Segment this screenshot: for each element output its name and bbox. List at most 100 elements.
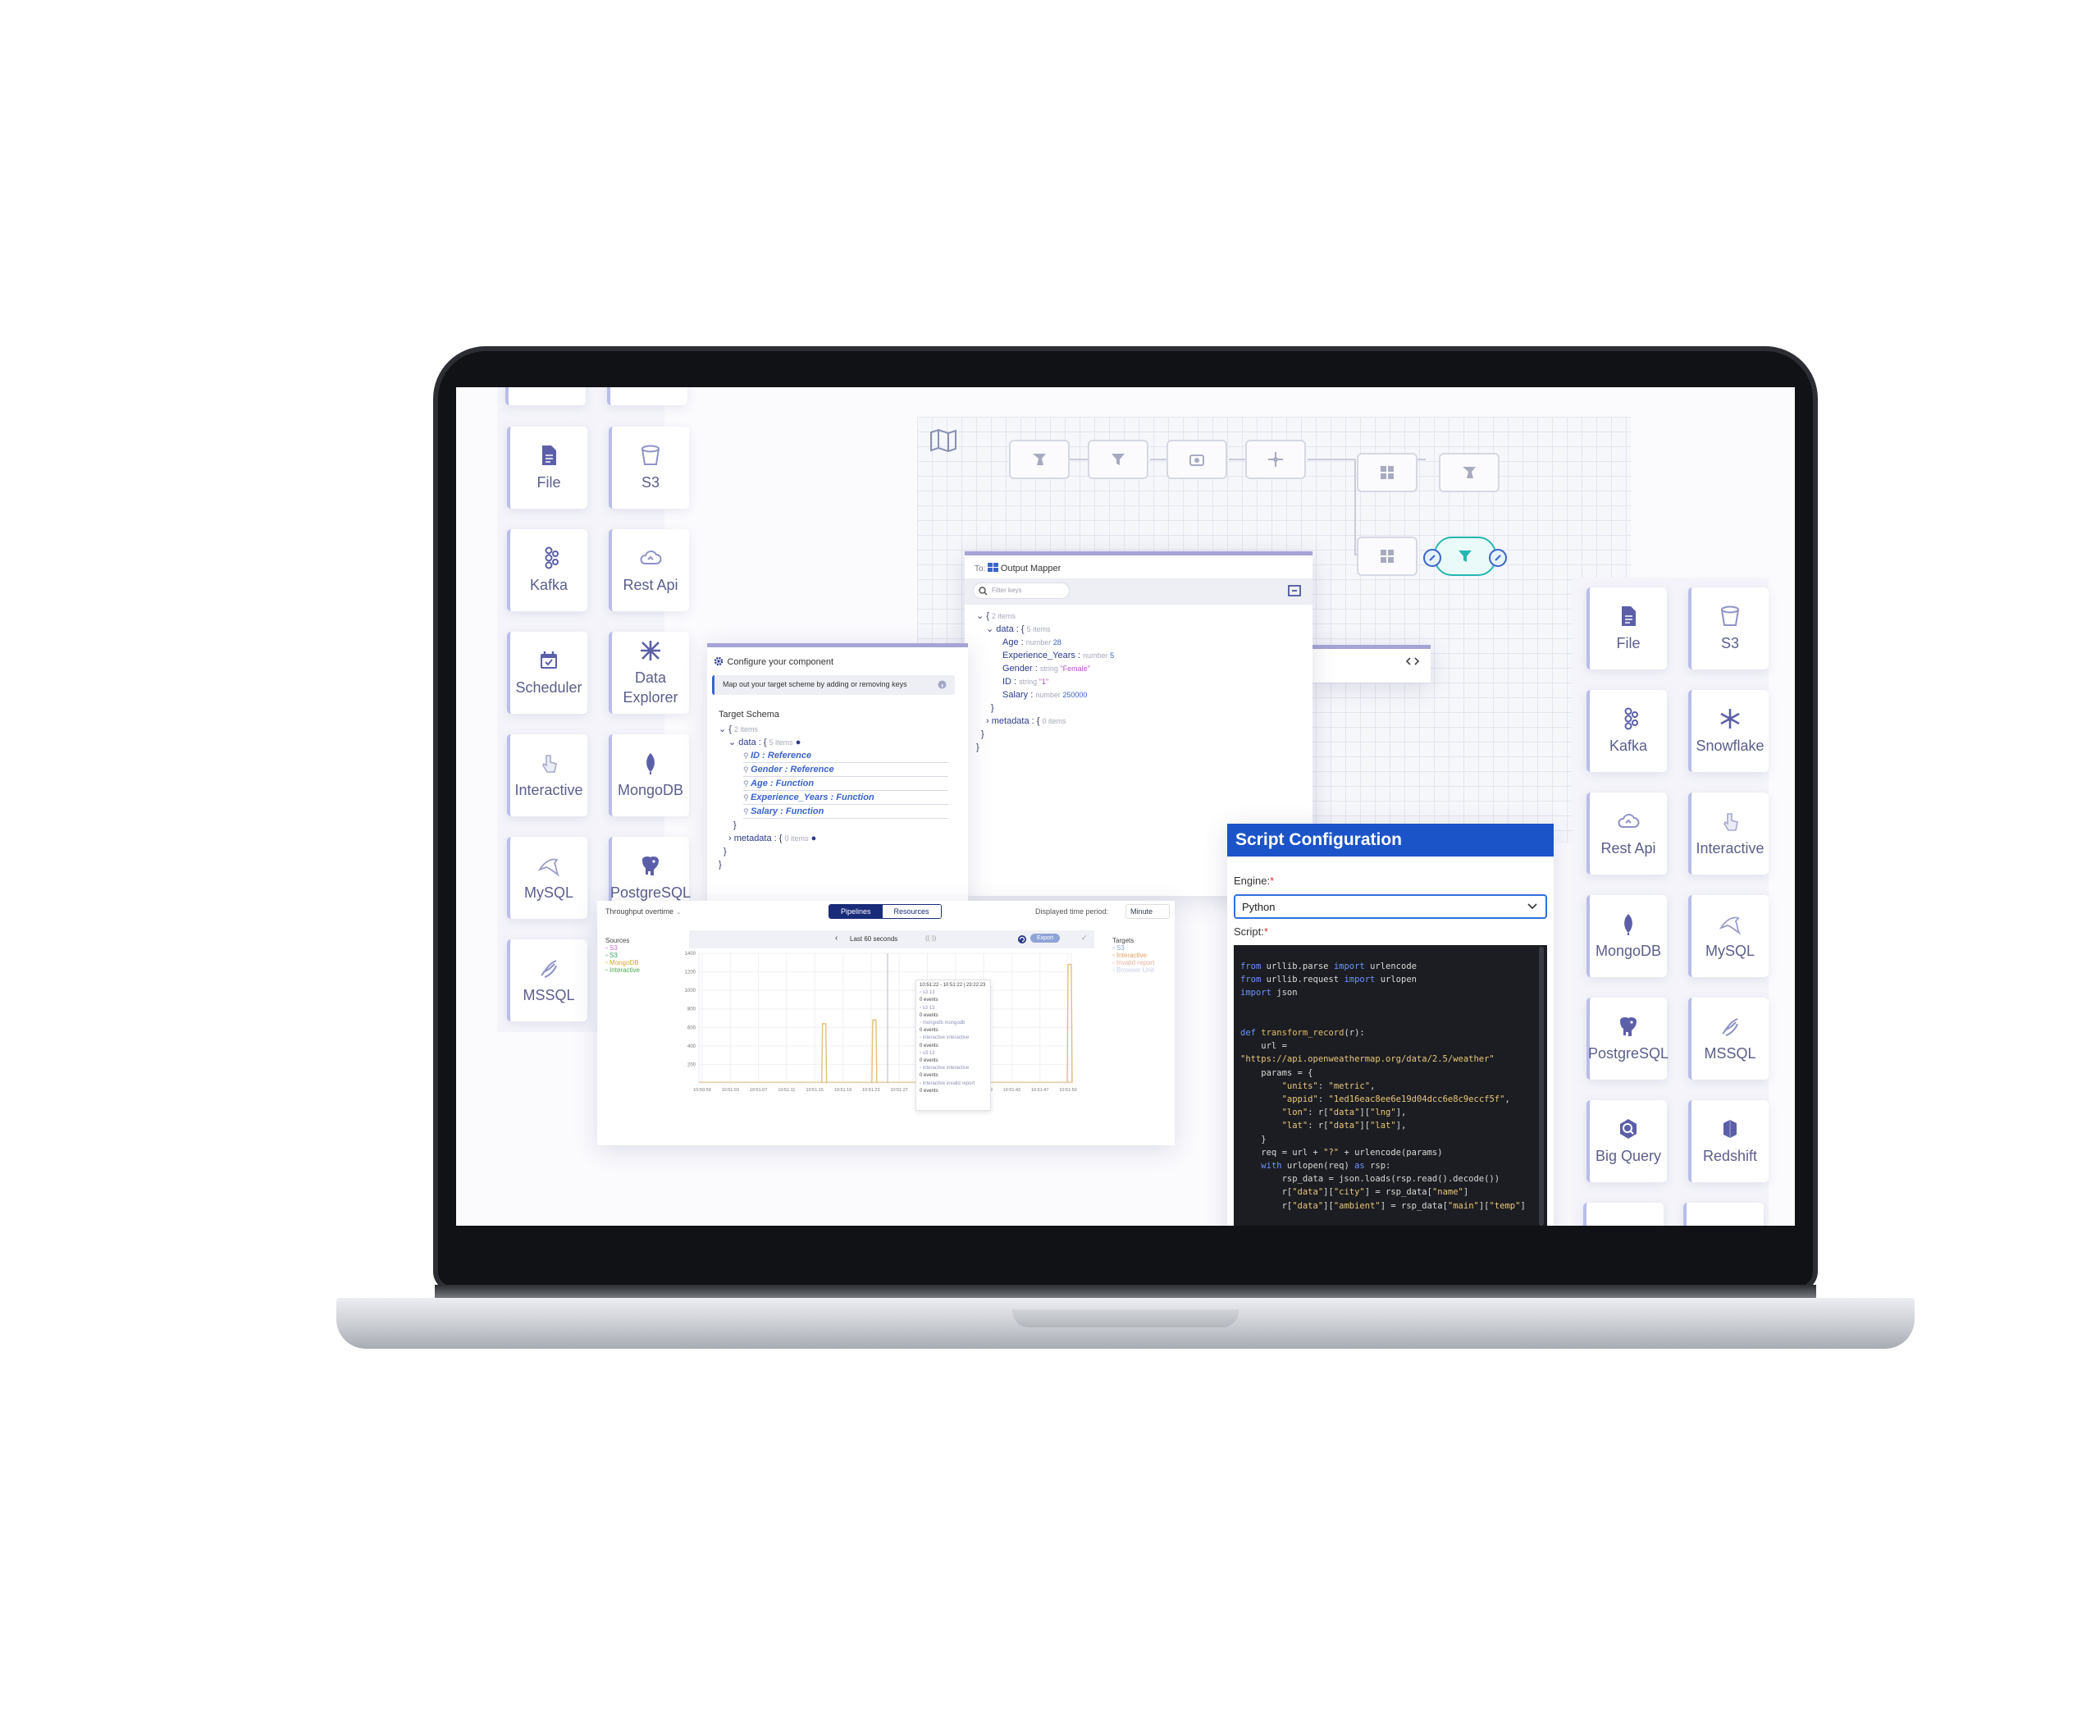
connector-tile-s3[interactable]: S3 — [1688, 587, 1769, 669]
connector-tile-file[interactable]: File — [1586, 587, 1667, 669]
expand-icon[interactable] — [1288, 585, 1301, 596]
period-select[interactable]: Minute — [1125, 904, 1170, 919]
output-field[interactable]: ID : string "1" — [1002, 677, 1049, 687]
mssql-icon — [541, 960, 557, 978]
check-icon[interactable]: ✓ — [1081, 934, 1088, 942]
y-tick-label: 400 — [687, 1044, 696, 1049]
code-line: url = — [1240, 1041, 1293, 1052]
pin-icon[interactable] — [1489, 549, 1507, 567]
connector-tile-redshift[interactable]: Redshift — [1688, 1100, 1769, 1182]
map-icon[interactable] — [929, 428, 958, 453]
series-spike[interactable] — [871, 1019, 878, 1084]
engine-select[interactable]: Python — [1234, 894, 1547, 919]
live-icon[interactable]: ((·)) — [925, 934, 937, 942]
output-field[interactable]: Gender : string "Female" — [1002, 664, 1090, 674]
tile-label: MySQL — [523, 884, 573, 901]
connector-tile-file[interactable]: File — [507, 427, 587, 509]
source-legend-item[interactable]: ▫ S3 — [605, 952, 618, 959]
series-spike[interactable] — [820, 1023, 828, 1084]
filter-keys-input[interactable]: Filter keys — [973, 582, 1070, 599]
dolphin-icon — [537, 858, 560, 877]
code-line: "lat": r["data"]["lat"], — [1281, 1121, 1407, 1131]
sources-legend: Sources ▫ S3▫ S3▫ MongoDB▫ Interactive — [605, 937, 640, 974]
output-field[interactable]: Salary : number 250000 — [1002, 690, 1088, 700]
pipeline-node-snapshot[interactable] — [1166, 440, 1227, 479]
connector-tile-mysql[interactable]: MySQL — [507, 837, 587, 919]
cloud-icon — [640, 550, 662, 564]
code-icon[interactable] — [1406, 656, 1419, 667]
connector-tile-snowflake[interactable]: Snowflake — [1688, 690, 1769, 772]
connector-tile-interactive[interactable]: Interactive — [1688, 793, 1769, 875]
info-icon[interactable] — [938, 680, 947, 689]
pipeline-node-transform-2[interactable] — [1439, 453, 1500, 492]
target-legend-item[interactable]: ▫ Browser Unit — [1112, 966, 1154, 974]
connector-tile-scheduler[interactable]: Scheduler — [507, 632, 587, 714]
refresh-icon[interactable] — [1017, 934, 1027, 944]
source-legend-item[interactable]: ▫ MongoDB — [605, 959, 639, 966]
tooltip-value: 0 events — [920, 998, 938, 1003]
pipeline-node-mapper[interactable] — [1357, 453, 1418, 492]
connector-tile-s3[interactable]: S3 — [609, 427, 689, 509]
connector-tile-mssql[interactable]: MSSQL — [1688, 998, 1769, 1080]
output-field[interactable]: Age : number 28 — [1002, 637, 1061, 647]
y-tick-label: 1200 — [685, 971, 696, 975]
tree-metadata-node[interactable]: › metadata : { 0 items — [986, 716, 1066, 726]
connector-tile-kafka[interactable]: Kafka — [507, 529, 587, 611]
tree-data-node[interactable]: ⌄ data : { 5 items — [986, 624, 1051, 634]
redshift-icon — [1723, 1120, 1737, 1138]
tab-resources[interactable]: Resources — [882, 905, 941, 918]
schema-field[interactable]: ⚲ Gender : Reference — [743, 763, 948, 777]
connector-tile-data-explorer[interactable]: Data Explorer — [609, 632, 689, 714]
schema-field[interactable]: ⚲ ID : Reference — [743, 749, 948, 763]
editor-scrollbar[interactable] — [1539, 947, 1544, 1226]
schema-metadata-node[interactable]: › metadata : { 0 items ● — [728, 834, 817, 843]
leaf-icon — [1624, 914, 1632, 935]
pipeline-node-kafka[interactable] — [1245, 440, 1306, 479]
prev-range-button[interactable]: ‹ — [835, 934, 838, 943]
target-legend-item[interactable]: ▫ S3 — [1112, 944, 1125, 952]
tile-label: Rest Api — [1600, 840, 1656, 857]
connector-tile-interactive[interactable]: Interactive — [507, 734, 587, 816]
output-field[interactable]: Experience_Years : number 5 — [1002, 651, 1115, 660]
export-button[interactable]: Export — [1030, 934, 1061, 943]
tooltip-value: 0 events — [920, 1073, 938, 1079]
connector-tile-rest-api[interactable]: Rest Api — [609, 529, 689, 611]
throughput-tabs: Pipelines Resources — [829, 904, 942, 919]
file-icon — [542, 445, 556, 465]
connector-tile-mongodb[interactable]: MongoDB — [609, 734, 689, 816]
code-line: "appid": "1ed16eac8ee6e19d04dcc6e8c9eccf… — [1281, 1094, 1510, 1105]
connector-tile-big-query[interactable]: Big Query — [1586, 1100, 1667, 1182]
code-line: rsp_data = json.loads(rsp.read().decode(… — [1240, 1174, 1500, 1185]
connector-tile-rest-api[interactable]: Rest Api — [1586, 793, 1667, 875]
laptop-notch — [1012, 1309, 1239, 1327]
target-legend-item[interactable]: ▫ Interactive — [1112, 952, 1147, 959]
pipeline-node-filter-selected[interactable] — [1434, 537, 1496, 576]
throughput-panel: Throughput overtime ⌄ Pipelines Resource… — [597, 901, 1175, 1145]
cloud-icon — [1618, 814, 1640, 828]
connector-tile-mongodb[interactable]: MongoDB — [1586, 895, 1667, 977]
chevron-down-icon — [1527, 903, 1537, 910]
connector-tile-mssql[interactable]: MSSQL — [507, 939, 587, 1021]
connector-tile-mysql[interactable]: MySQL — [1688, 895, 1769, 977]
throughput-title-select[interactable]: Throughput overtime ⌄ — [605, 907, 682, 916]
schema-field[interactable]: ⚲ Experience_Years : Function — [743, 791, 948, 805]
schema-field[interactable]: ⚲ Salary : Function — [743, 805, 948, 819]
tab-pipelines[interactable]: Pipelines — [829, 905, 883, 918]
target-legend-item[interactable]: ▫ Invalid report — [1112, 959, 1155, 966]
tile-stub — [505, 387, 586, 405]
source-legend-item[interactable]: ▫ S3 — [605, 944, 618, 952]
source-legend-item[interactable]: ▫ Interactive — [605, 966, 640, 974]
engine-label: Engine: — [1234, 875, 1271, 887]
connector-tile-kafka[interactable]: Kafka — [1586, 690, 1667, 772]
pipeline-node-filter[interactable] — [1088, 440, 1148, 479]
schema-data-node[interactable]: ⌄ data : { 5 items ● — [728, 738, 801, 747]
series-spike[interactable] — [1066, 963, 1073, 1084]
schema-field[interactable]: ⚲ Age : Function — [743, 777, 948, 791]
pin-icon[interactable] — [1423, 549, 1441, 567]
pipeline-node-transform[interactable] — [1009, 440, 1070, 479]
code-line: } — [1240, 1134, 1267, 1144]
pipeline-node-mapper-2[interactable] — [1357, 537, 1418, 576]
connector-tile-postgresql[interactable]: PostgreSQL — [1586, 998, 1669, 1080]
y-tick-label: 600 — [687, 1026, 696, 1030]
